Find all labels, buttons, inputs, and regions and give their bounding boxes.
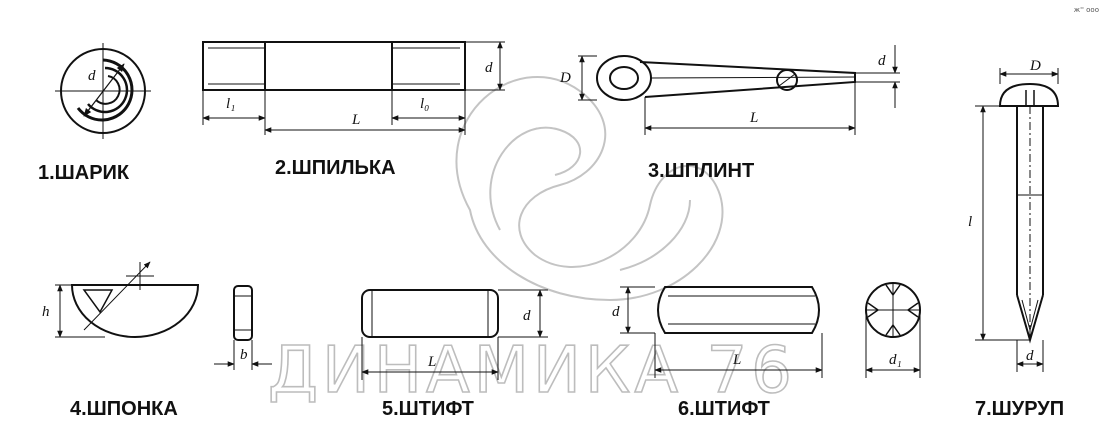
cotter-dim-D: D xyxy=(559,70,571,86)
cotter-pin-drawing xyxy=(578,45,900,135)
pin6-drawing xyxy=(620,282,921,378)
cotter-dim-d: d xyxy=(878,53,886,69)
corner-mark: ж'' ооо xyxy=(1073,6,1099,14)
screw-drawing xyxy=(975,68,1060,372)
stud-dim-l0: l₀ xyxy=(420,96,429,112)
pin5-dim-d: d xyxy=(523,308,531,324)
screw-dim-d: d xyxy=(1026,348,1034,364)
ball-dim-d: d xyxy=(88,68,96,84)
screw-dim-l: l xyxy=(968,214,972,230)
screw-dim-D: D xyxy=(1029,58,1041,74)
key-dim-h: h xyxy=(42,304,50,320)
stud-dim-d: d xyxy=(485,60,493,76)
watermark-logo xyxy=(455,75,724,302)
stud-dim-L: L xyxy=(351,112,360,128)
caption-pin-5: 5.ШТИФТ xyxy=(382,398,474,420)
key-dim-b: b xyxy=(240,347,248,363)
stud-dim-l1: l₁ xyxy=(226,96,235,112)
key-drawing xyxy=(55,261,272,370)
caption-cotter: 3.ШПЛИНТ xyxy=(648,160,755,182)
watermark-text: ДИНАМИКА 76 xyxy=(268,334,796,408)
ball-drawing xyxy=(55,43,151,139)
pin6-dim-L: L xyxy=(732,352,741,368)
caption-stud: 2.ШПИЛЬКА xyxy=(275,157,396,179)
caption-key: 4.ШПОНКА xyxy=(70,398,178,420)
pin6-dim-d: d xyxy=(612,304,620,320)
pin6-dim-d1: d₁ xyxy=(889,352,902,368)
caption-screw: 7.ШУРУП xyxy=(975,398,1065,420)
caption-pin-6: 6.ШТИФТ xyxy=(678,398,770,420)
caption-ball: 1.ШАРИК xyxy=(38,162,130,184)
stud-drawing xyxy=(202,41,505,135)
pin5-dim-L: L xyxy=(427,354,436,370)
cotter-dim-L: L xyxy=(749,110,758,126)
pin5-drawing xyxy=(361,289,548,380)
